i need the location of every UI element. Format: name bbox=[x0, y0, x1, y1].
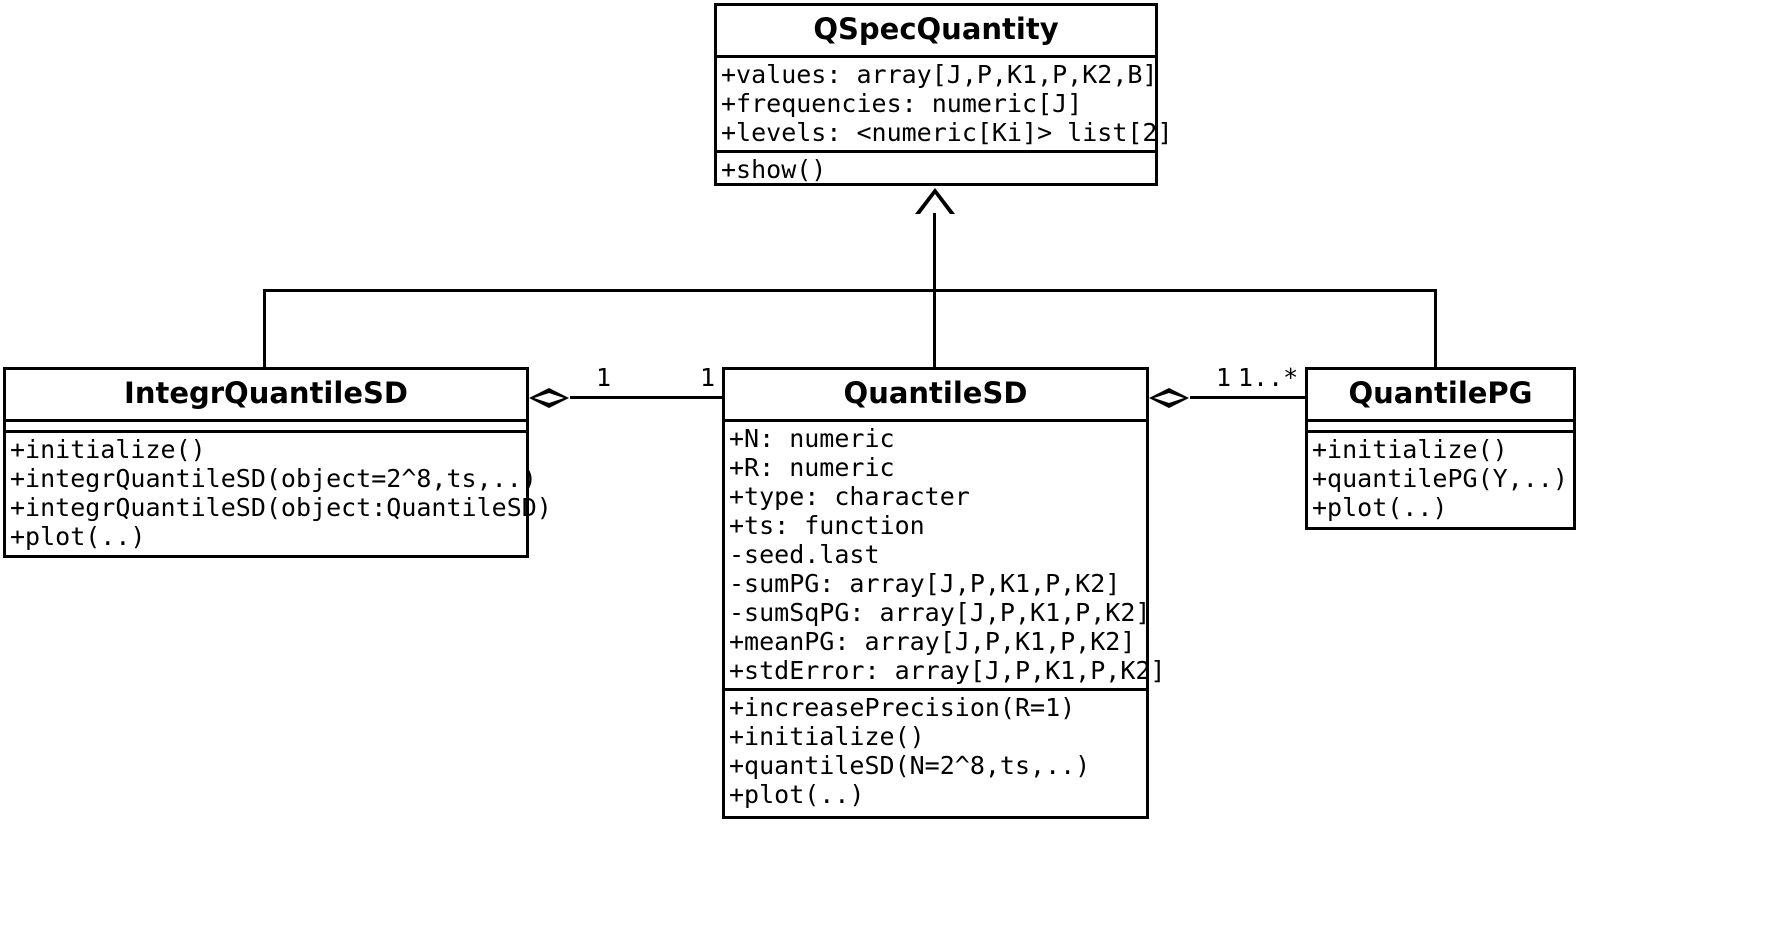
aggregation-diamond-quantilesd-inner bbox=[1154, 393, 1184, 403]
method-item: +initialize() bbox=[1312, 435, 1508, 464]
class-title-quantilesd: QuantileSD bbox=[843, 376, 1028, 410]
multiplicity-right-part: 1..* bbox=[1238, 363, 1299, 392]
method-item: +integrQuantileSD(object:QuantileSD) bbox=[10, 493, 552, 522]
attribute-item: +type: character bbox=[729, 482, 970, 511]
aggregation-line-left bbox=[570, 396, 722, 399]
class-title-integrquantilesd: IntegrQuantileSD bbox=[124, 376, 408, 410]
class-box-quantilepg[interactable]: QuantilePG +initialize() +quantilePG(Y,.… bbox=[1305, 367, 1576, 530]
methods-compartment-qspecquantity: +show() bbox=[717, 150, 1155, 187]
method-item: +initialize() bbox=[729, 722, 925, 751]
class-box-qspecquantity[interactable]: QSpecQuantity +values: array[J,P,K1,P,K2… bbox=[714, 3, 1173, 187]
method-item: +plot(..) bbox=[729, 780, 865, 809]
attribute-item: +ts: function bbox=[729, 511, 925, 540]
method-item: +quantileSD(N=2^8,ts,..) bbox=[729, 751, 1091, 780]
method-item: +show() bbox=[721, 155, 827, 184]
attribute-item: +meanPG: array[J,P,K1,P,K2] bbox=[729, 627, 1136, 656]
attribute-item: +levels: <numeric[Ki]> list[2] bbox=[721, 118, 1173, 147]
attribute-item: +values: array[J,P,K1,P,K2,B] bbox=[721, 60, 1158, 89]
attribute-item: -seed.last bbox=[729, 540, 880, 569]
generalization-bus bbox=[263, 289, 1437, 292]
methods-compartment-quantilepg: +initialize() +quantilePG(Y,..) +plot(..… bbox=[1308, 430, 1573, 525]
attribute-item: +R: numeric bbox=[729, 453, 895, 482]
multiplicity-left-whole: 1 bbox=[596, 363, 612, 392]
method-item: +integrQuantileSD(object=2^8,ts,..) bbox=[10, 464, 537, 493]
attributes-compartment-quantilesd: +N: numeric +R: numeric +type: character… bbox=[725, 419, 1166, 688]
attributes-compartment-quantilepg bbox=[1308, 419, 1573, 430]
aggregation-diamond-integrquantilesd-inner bbox=[534, 393, 564, 403]
generalization-branch-quantilepg bbox=[1434, 289, 1437, 368]
method-item: +plot(..) bbox=[10, 522, 146, 551]
attributes-compartment-integrquantilesd bbox=[6, 419, 526, 430]
multiplicity-right-whole: 1 bbox=[1216, 363, 1232, 392]
class-title-quantilepg: QuantilePG bbox=[1348, 376, 1533, 410]
method-item: +initialize() bbox=[10, 435, 206, 464]
attribute-item: -sumSqPG: array[J,P,K1,P,K2] bbox=[729, 598, 1151, 627]
multiplicity-left-part: 1 bbox=[700, 363, 716, 392]
attribute-item: +stdError: array[J,P,K1,P,K2] bbox=[729, 656, 1166, 685]
attribute-item: +N: numeric bbox=[729, 424, 895, 453]
methods-compartment-integrquantilesd: +initialize() +integrQuantileSD(object=2… bbox=[6, 430, 552, 554]
attributes-compartment-qspecquantity: +values: array[J,P,K1,P,K2,B] +frequenci… bbox=[717, 55, 1173, 150]
generalization-branch-integrquantilesd bbox=[263, 289, 266, 368]
methods-compartment-quantilesd: +increasePrecision(R=1) +initialize() +q… bbox=[725, 688, 1146, 812]
class-box-integrquantilesd[interactable]: IntegrQuantileSD +initialize() +integrQu… bbox=[3, 367, 552, 558]
generalization-branch-quantilesd bbox=[933, 289, 936, 368]
method-item: +quantilePG(Y,..) bbox=[1312, 464, 1568, 493]
class-title-qspecquantity: QSpecQuantity bbox=[813, 12, 1059, 46]
attribute-item: +frequencies: numeric[J] bbox=[721, 89, 1083, 118]
generalization-arrowhead-inner bbox=[920, 194, 950, 214]
generalization-trunk bbox=[933, 213, 936, 292]
method-item: +increasePrecision(R=1) bbox=[729, 693, 1076, 722]
attribute-item: -sumPG: array[J,P,K1,P,K2] bbox=[729, 569, 1121, 598]
class-box-quantilesd[interactable]: QuantileSD +N: numeric +R: numeric +type… bbox=[722, 367, 1166, 819]
aggregation-line-right bbox=[1190, 396, 1305, 399]
method-item: +plot(..) bbox=[1312, 493, 1448, 522]
